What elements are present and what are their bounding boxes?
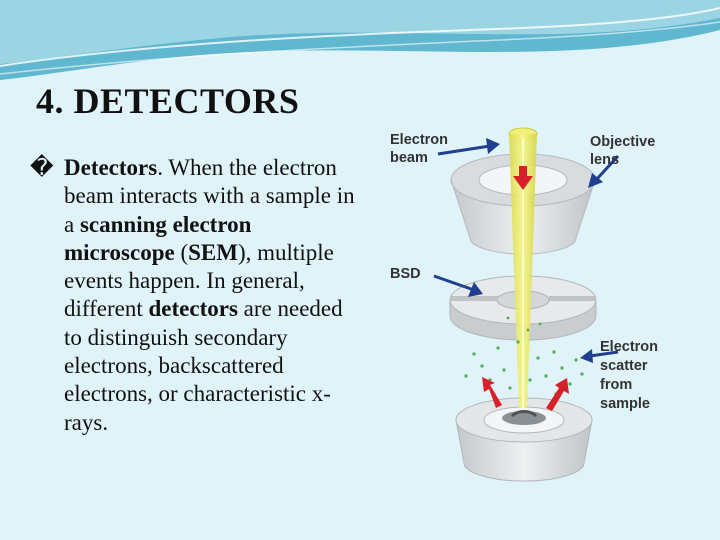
label-objective-lens-line2: lens <box>590 152 619 168</box>
paren-open: ( <box>174 239 189 265</box>
body-text: Detectors. When the electron beam intera… <box>30 154 365 437</box>
label-scatter-line3: from <box>600 377 632 393</box>
label-bsd: BSD <box>390 266 421 282</box>
label-scatter-line4: sample <box>600 396 650 412</box>
body-middle: ), multiple events happen. In general, d… <box>64 239 334 322</box>
term-detectors-2: detectors <box>148 296 238 322</box>
sample-stage <box>455 397 593 482</box>
pointer-arrows <box>433 138 620 363</box>
term-sem-abbr: SEM <box>188 239 238 265</box>
body-paragraph: � Detectors. When the electron beam inte… <box>30 154 365 437</box>
header-wave-decoration <box>0 0 720 80</box>
term-sem: scanning electron microscope <box>64 211 252 265</box>
sem-detector-diagram: Electron beam Objective lens BSD Electro… <box>390 127 658 482</box>
bullet-glyph: � <box>30 155 54 180</box>
beam-down-arrow <box>513 166 533 190</box>
label-electron-beam-line2: beam <box>390 150 428 166</box>
term-detectors: Detectors <box>64 155 158 180</box>
label-scatter-line1: Electron <box>600 339 658 355</box>
body-intro: . When the electron beam interacts with … <box>64 155 355 237</box>
label-objective-lens-line1: Objective <box>590 134 655 150</box>
label-scatter-line2: scatter <box>600 358 648 374</box>
scatter-arrow-left <box>482 377 502 408</box>
body-ending: are needed to distinguish secondary elec… <box>64 296 343 435</box>
label-electron-beam-line1: Electron <box>390 132 448 148</box>
red-arrows <box>482 166 569 411</box>
scatter-arrow-right <box>546 378 569 411</box>
slide-title: 4. DETECTORS <box>36 81 300 121</box>
